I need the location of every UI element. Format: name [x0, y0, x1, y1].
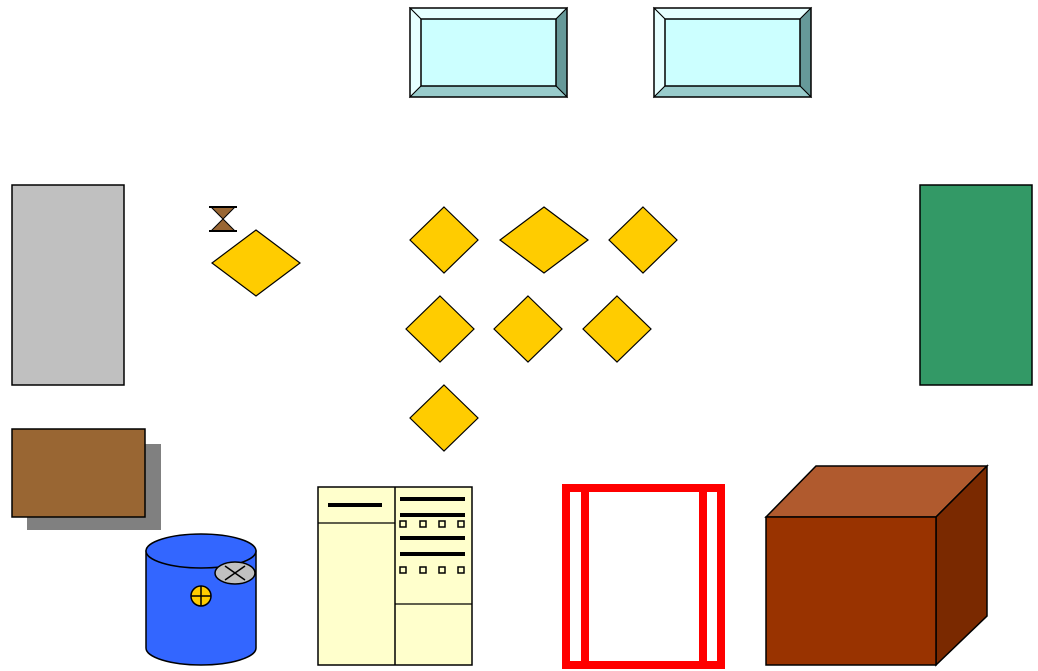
decision-diamond — [406, 296, 474, 362]
red-frame-icon — [566, 488, 721, 665]
brown-box-with-shadow — [12, 429, 161, 530]
hourglass-icon — [209, 207, 237, 231]
blue-cylinder-icon — [146, 534, 256, 665]
decision-diamond — [410, 385, 478, 451]
gray-panel — [12, 185, 124, 385]
decision-diamond — [609, 207, 677, 273]
decision-diamond — [583, 296, 651, 362]
green-panel — [920, 185, 1032, 385]
form-document-icon — [318, 487, 472, 665]
decision-diamond — [494, 296, 562, 362]
window-pane-icon — [410, 8, 567, 97]
decision-diamond — [410, 207, 478, 273]
decision-diamond — [500, 207, 588, 273]
brown-cube-icon — [766, 466, 987, 665]
decision-diamond — [212, 230, 300, 296]
window-pane-icon — [654, 8, 811, 97]
